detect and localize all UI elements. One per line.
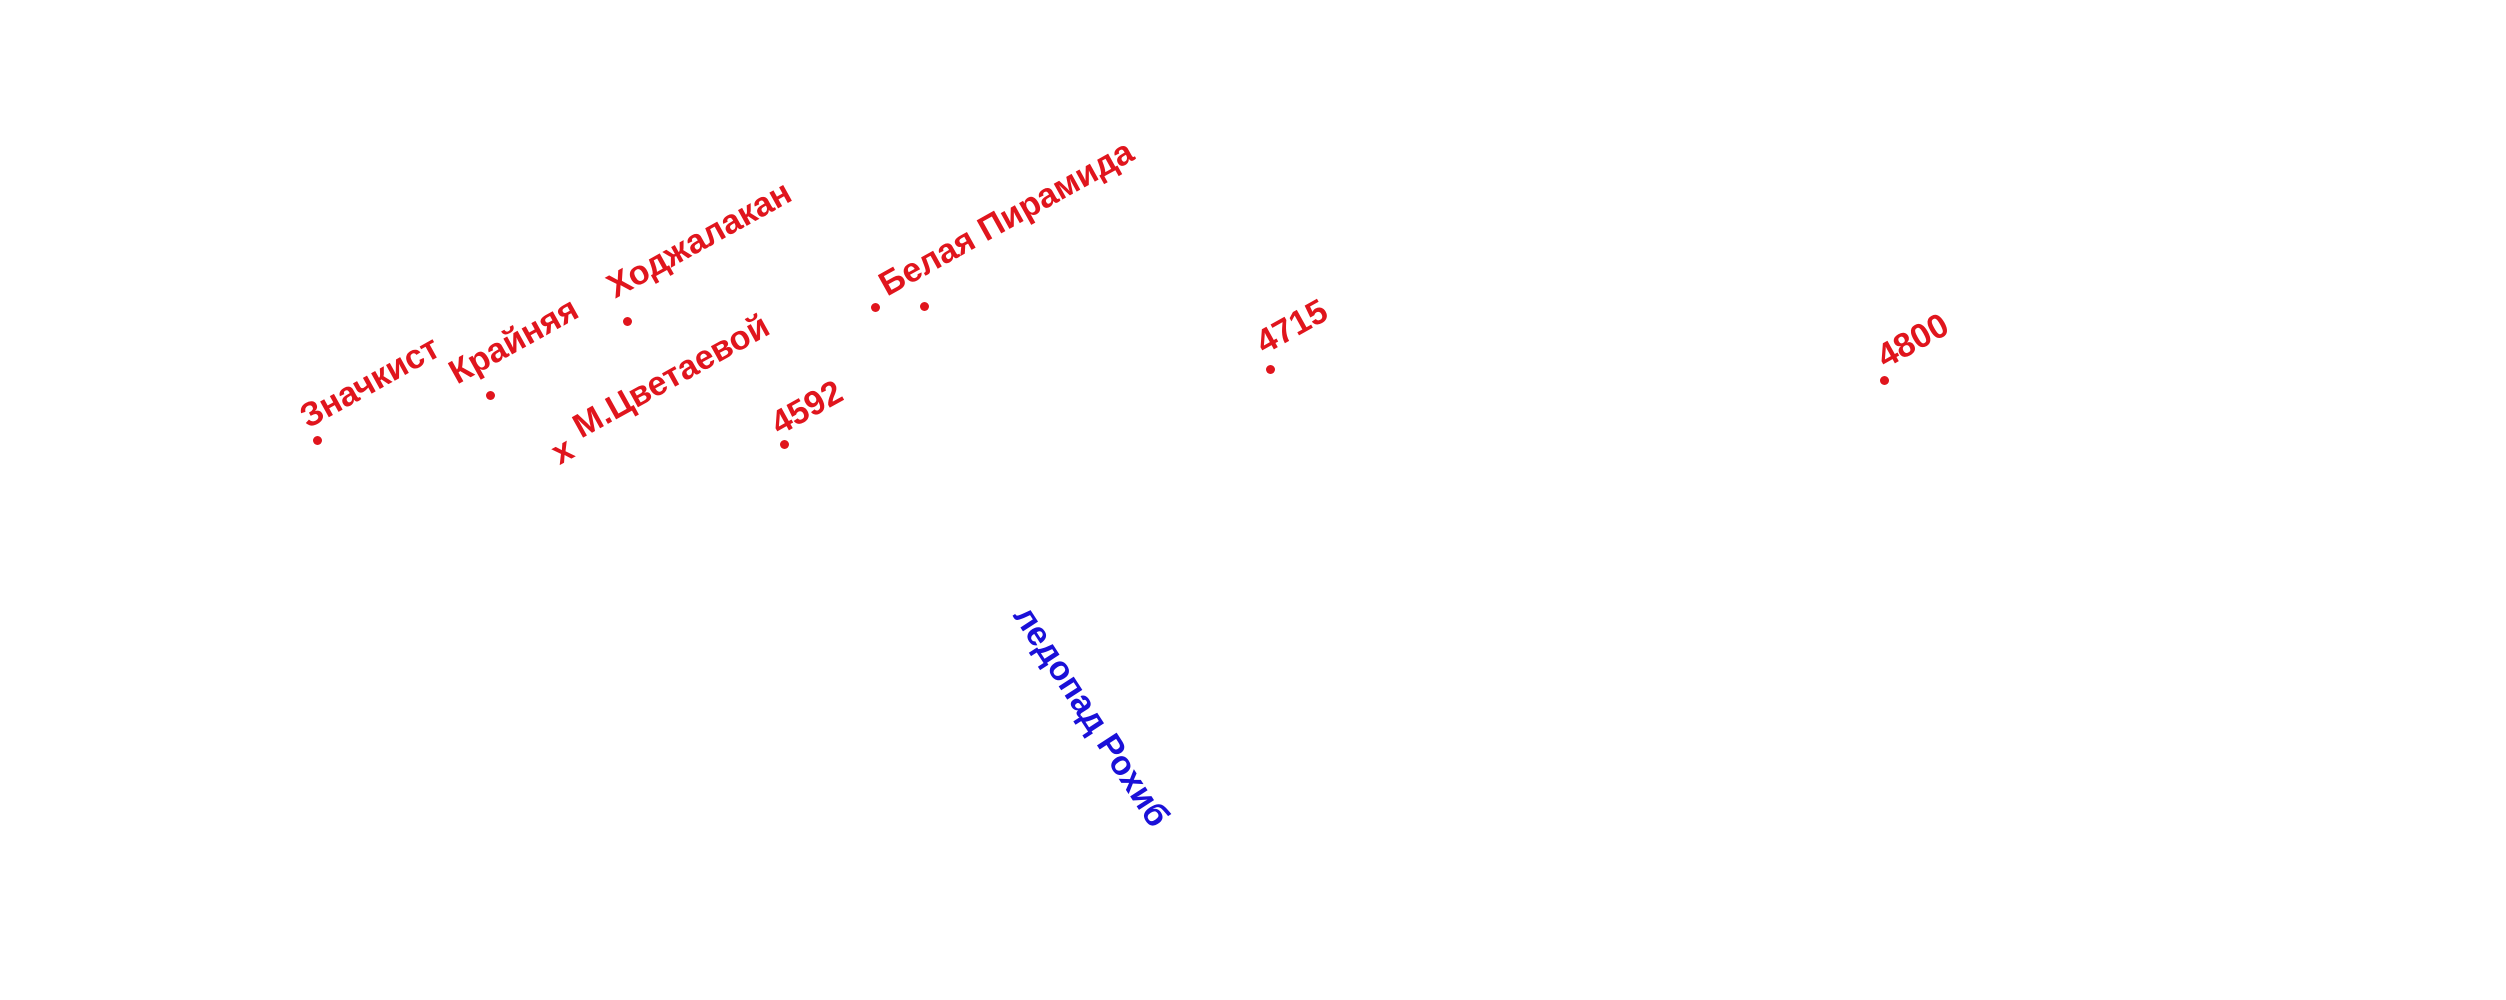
peak-marker-belaya-piramida-west[interactable]	[871, 303, 880, 312]
glacier-label-rokhib: ледопад Рохиб	[1005, 598, 1177, 834]
peak-label-belaya-piramida: Белая Пирамида	[872, 132, 1140, 304]
peak-label-4800: 4800	[1870, 305, 1956, 376]
peak-marker-4592[interactable]	[780, 440, 789, 449]
peak-label-4592: 4592	[764, 372, 850, 443]
peak-marker-tsvetaevoi[interactable]: x	[544, 429, 580, 473]
peak-label-znachkist: Значкист	[293, 328, 446, 436]
peak-label-krainyaya: Крайняя	[442, 289, 585, 392]
peak-label-4715: 4715	[1249, 291, 1335, 362]
peak-marker-belaya-piramida[interactable]	[920, 302, 929, 311]
peak-label-tsvetaevoi: М.Цветаевой	[566, 306, 776, 446]
peak-marker-krainyaya[interactable]	[486, 391, 495, 400]
peak-marker-znachkist[interactable]	[313, 436, 322, 445]
peak-marker-4715[interactable]	[1266, 365, 1275, 374]
peak-marker-khodzhalakan[interactable]	[623, 317, 632, 326]
peak-label-khodzhalakan: Ходжалакан	[600, 173, 798, 306]
peak-marker-4800[interactable]	[1880, 376, 1889, 385]
